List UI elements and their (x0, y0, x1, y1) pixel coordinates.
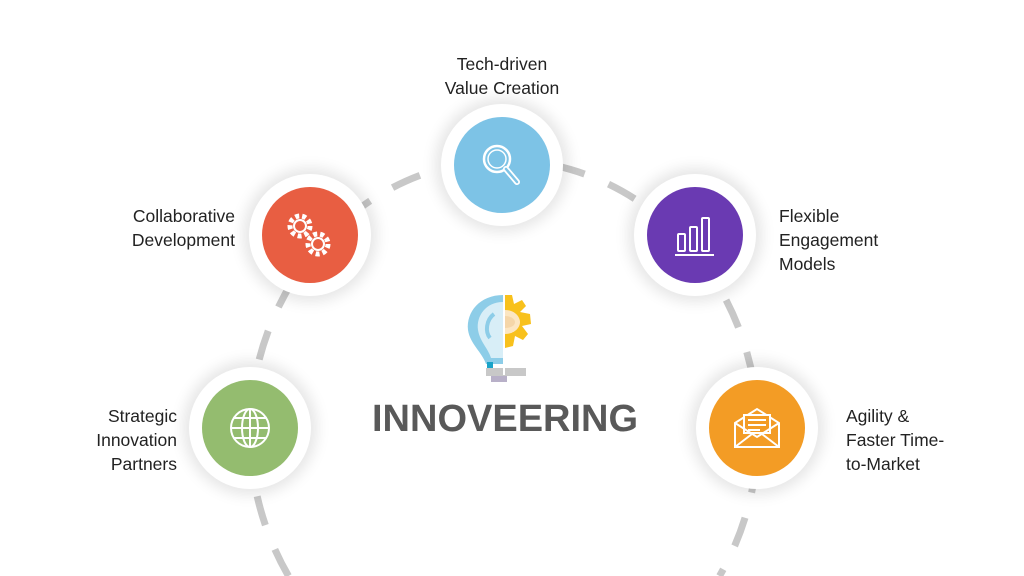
magnifier-icon (482, 144, 520, 185)
gears-icon (287, 213, 331, 257)
node-strategic (189, 367, 311, 489)
label-line: Tech-driven (456, 54, 548, 74)
globe-icon (230, 408, 270, 448)
node-flexible (634, 174, 756, 296)
node-agility-circle (709, 380, 805, 476)
node-tech-circle (454, 117, 550, 213)
label-line: Models (779, 254, 836, 274)
lightbulb-gear-logo-icon (467, 295, 531, 382)
label-line: Faster Time- (846, 430, 945, 450)
label-collab: Collaborative Development (80, 204, 235, 252)
node-flex-circle (647, 187, 743, 283)
label-strategic: Strategic Innovation Partners (40, 404, 177, 476)
label-line: to-Market (846, 454, 920, 474)
label-flex: Flexible Engagement Models (779, 204, 939, 276)
node-collaborative (249, 174, 371, 296)
label-line: Value Creation (444, 78, 560, 98)
envelope-icon (734, 407, 780, 448)
node-tech-driven (441, 104, 563, 226)
label-line: Development (131, 230, 235, 250)
label-line: Engagement (779, 230, 879, 250)
brand-title: INNOVEERING (372, 398, 639, 440)
label-line: Partners (110, 454, 177, 474)
label-agility: Agility & Faster Time- to-Market (846, 404, 996, 476)
label-tech: Tech-driven Value Creation (412, 52, 592, 100)
label-line: Flexible (779, 206, 840, 226)
node-collab-circle (262, 187, 358, 283)
label-line: Agility & (846, 406, 910, 426)
label-line: Innovation (96, 430, 177, 450)
bar-chart-icon (675, 217, 714, 256)
node-strategic-circle (202, 380, 298, 476)
label-line: Strategic (107, 406, 177, 426)
label-line: Collaborative (132, 206, 235, 226)
node-agility (696, 367, 818, 489)
